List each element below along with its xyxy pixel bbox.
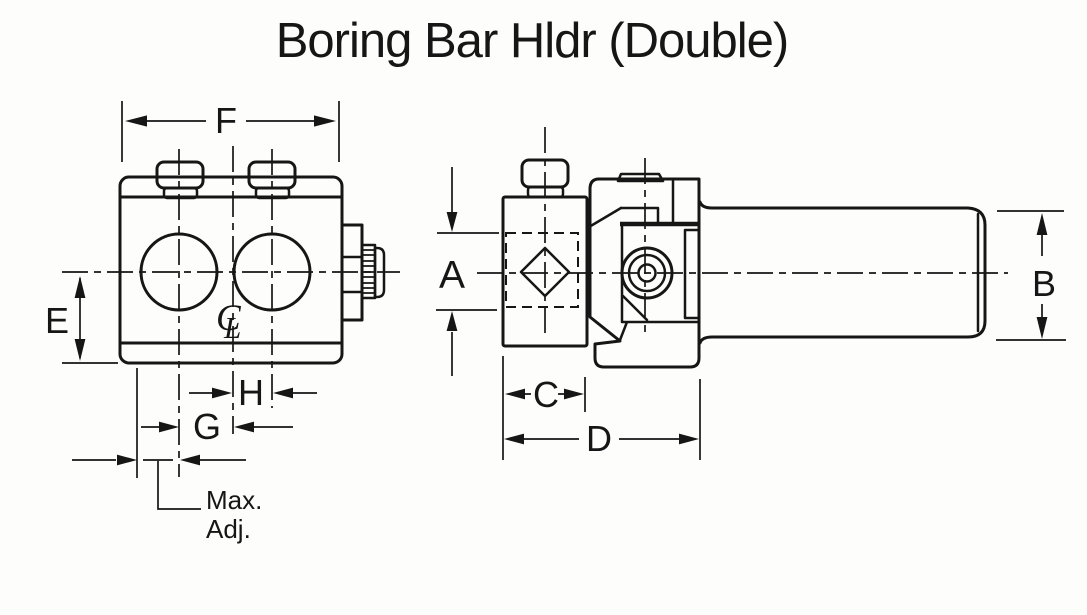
dim-b-extension-lines xyxy=(996,210,1066,341)
bolt-collar xyxy=(162,186,199,200)
dim-h-arrow-left xyxy=(212,387,232,399)
knurl-hatch-lines xyxy=(362,249,375,294)
front-right-bore-circle xyxy=(232,232,312,312)
max-adj-arrow-right xyxy=(180,454,200,466)
dim-c-arrow-left xyxy=(505,388,525,400)
dim-G: G xyxy=(141,406,293,447)
dim-F: F xyxy=(121,100,340,162)
dim-e-label: E xyxy=(45,300,69,341)
knob-section-lines xyxy=(340,255,364,294)
max-adj-label-line1: Max. xyxy=(206,485,262,515)
side-block-bolt xyxy=(520,158,570,199)
centerline-symbol: C L xyxy=(216,298,242,345)
bolt-collar xyxy=(526,185,565,199)
dim-h-arrow-right xyxy=(273,387,293,399)
screw-boss-middle-circle xyxy=(627,253,667,293)
dim-e-arrow-up xyxy=(74,276,86,298)
clamp-screw-boss xyxy=(620,246,674,300)
front-left-bore-circle xyxy=(139,232,219,312)
holder-body-outline xyxy=(588,177,701,369)
dim-d-label: D xyxy=(586,418,612,459)
dim-f-arrow-right xyxy=(314,115,336,127)
dim-E: E xyxy=(45,276,118,364)
dim-d-arrow-left xyxy=(504,433,524,445)
dim-g-arrow-right xyxy=(234,421,254,433)
dim-c-arrow-right xyxy=(564,388,584,400)
dim-c-extension-lines xyxy=(502,356,586,460)
dim-h-label: H xyxy=(238,372,264,413)
dim-b-arrow-up xyxy=(1036,213,1048,235)
centerline-symbol-c: C xyxy=(216,298,242,339)
dim-g-arrow-left xyxy=(159,421,179,433)
screw-boss-inner-circle xyxy=(637,263,657,283)
boring-bar-diamond-section xyxy=(519,246,571,298)
dim-b-label: B xyxy=(1032,263,1056,304)
clamp-step-lines xyxy=(619,179,675,225)
max-adj-arrow-left xyxy=(117,454,137,466)
dim-a-arrow-down xyxy=(446,212,458,232)
pocket-lower-diagonal xyxy=(621,294,649,322)
clamp-wedge-diagonal-top xyxy=(587,206,623,229)
dim-f-arrow-left xyxy=(125,115,147,127)
dim-a-arrow-up xyxy=(446,311,458,331)
dim-a-extension-lines xyxy=(436,232,499,311)
dim-f-label: F xyxy=(215,100,237,141)
dim-D: D xyxy=(504,379,701,460)
front-right-bolt xyxy=(247,160,297,200)
dim-e-arrow-down xyxy=(74,339,86,361)
dim-H: H xyxy=(189,372,317,413)
dim-a-label: A xyxy=(439,254,465,297)
side-view: A C D B xyxy=(436,127,1066,460)
screw-boss-outer-circle xyxy=(620,246,674,300)
dim-max-adjustment: Max. Adj. xyxy=(72,454,262,544)
bolt-collar xyxy=(254,186,291,200)
max-adj-leader-line xyxy=(157,461,201,510)
bolt-nut xyxy=(155,160,205,190)
holder-top-screw-head xyxy=(616,172,665,183)
max-adj-label-line2: Adj. xyxy=(206,514,251,544)
pocket-right-wall-lines xyxy=(683,228,701,320)
dim-g-label: G xyxy=(193,406,221,447)
dim-A: A xyxy=(436,167,499,376)
dim-B: B xyxy=(996,210,1066,341)
dim-f-extension-lines xyxy=(121,101,340,162)
shank-outline xyxy=(698,200,987,345)
centerline-symbol-l: L xyxy=(223,310,241,345)
page-title: Boring Bar Hldr (Double) xyxy=(276,14,789,68)
dim-d-arrow-right xyxy=(679,433,699,445)
knob-cap xyxy=(373,246,386,299)
dim-c-label: C xyxy=(533,374,559,415)
front-adjust-knob xyxy=(340,223,386,322)
dim-C: C xyxy=(502,356,586,460)
dim-b-arrow-down xyxy=(1036,317,1048,339)
holder-clamp-details xyxy=(587,172,701,342)
front-view: C L F E H xyxy=(45,100,400,544)
hidden-bore-dashed-outline xyxy=(505,232,579,308)
front-left-bolt xyxy=(155,160,205,200)
